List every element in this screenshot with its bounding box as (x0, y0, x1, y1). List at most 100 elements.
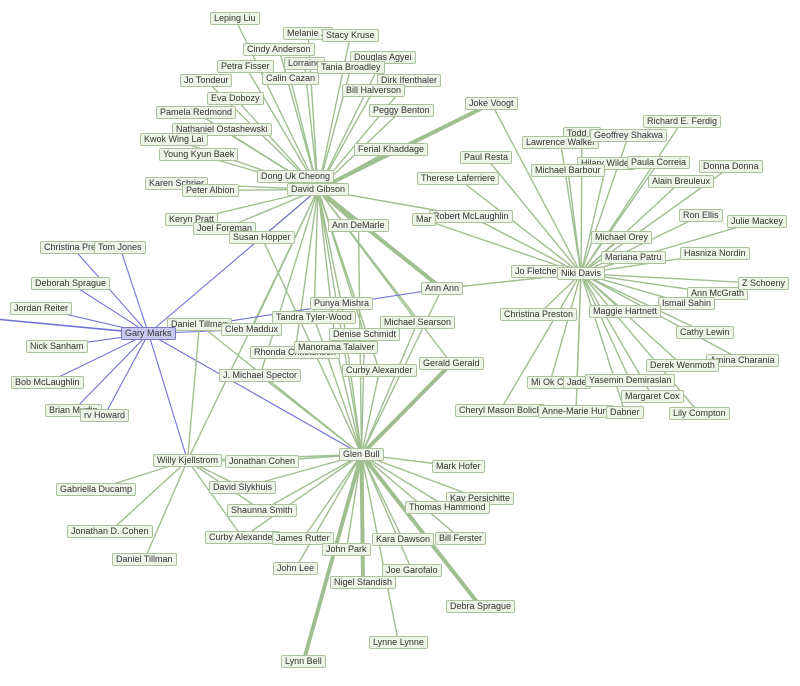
node-john-park[interactable]: John Park (322, 543, 371, 556)
node-tania-broadley[interactable]: Tania Broadley (317, 61, 385, 74)
node-robert-mclaughlin[interactable]: Robert McLaughlin (429, 210, 513, 223)
node-susan-hopper[interactable]: Susan Hopper (229, 231, 295, 244)
node-gary-marks[interactable]: Gary Marks (121, 327, 176, 340)
node-leping-liu[interactable]: Leping Liu (210, 12, 260, 25)
node-peggy-benton[interactable]: Peggy Benton (369, 104, 434, 117)
node-daniel-tillman[interactable]: Daniel Tillman (112, 553, 177, 566)
node-lynn-bell[interactable]: Lynn Bell (281, 655, 326, 668)
node-jonathan-cohen[interactable]: Jonathan Cohen (225, 455, 300, 468)
node-michael-orey[interactable]: Michael Orey (591, 231, 653, 244)
node-mar[interactable]: Mar (412, 213, 436, 226)
node-cleb-maddux[interactable]: Cleb Maddux (221, 323, 283, 336)
node-david-slykhuis[interactable]: David Slykhuis (209, 481, 277, 494)
node-shaunna-smith[interactable]: Shaunna Smith (227, 504, 297, 517)
edge (301, 453, 364, 663)
node-gabriella-ducamp[interactable]: Gabriella Ducamp (56, 483, 137, 496)
edge (335, 347, 363, 455)
node-geoffrey-shakwa[interactable]: Geoffrey Shakwa (590, 129, 667, 142)
node-richard-e-ferdig[interactable]: Richard E. Ferdig (643, 115, 722, 128)
node-bob-mclaughlin[interactable]: Bob McLaughlin (11, 376, 84, 389)
node-nick-sanham[interactable]: Nick Sanham (26, 340, 88, 353)
node-curby-alexander[interactable]: Curby Alexander (342, 364, 417, 377)
node-bill-halverson[interactable]: Bill Halverson (342, 84, 406, 97)
edge (490, 103, 582, 274)
node-bill-ferster[interactable]: Bill Ferster (435, 532, 487, 545)
node-cindy-anderson[interactable]: Cindy Anderson (243, 43, 315, 56)
node-dong-uk-cheong[interactable]: Dong Uk Cheong (257, 170, 335, 183)
node-ann-ann[interactable]: Ann Ann (421, 282, 464, 295)
node-nigel-standish[interactable]: Nigel Standish (330, 576, 397, 589)
node-z-schoeny[interactable]: Z Schoeny (738, 277, 790, 290)
node-jonathan-d-cohen[interactable]: Jonathan D. Cohen (67, 525, 153, 538)
node-joke-voogt[interactable]: Joke Voogt (465, 97, 518, 110)
node-deborah-sprague[interactable]: Deborah Sprague (31, 277, 111, 290)
node-punya-mishra[interactable]: Punya Mishra (310, 297, 374, 310)
node-stacy-kruse[interactable]: Stacy Kruse (322, 29, 379, 42)
node-ferial-khaddage[interactable]: Ferial Khaddage (354, 143, 429, 156)
node-curby-alexander[interactable]: Curby Alexander (205, 531, 280, 544)
node-peter-albion[interactable]: Peter Albion (182, 184, 239, 197)
node-cathy-lewin[interactable]: Cathy Lewin (676, 326, 734, 339)
node-calin-cazan[interactable]: Calin Cazan (262, 72, 320, 85)
node-paula-correia[interactable]: Paula Correia (627, 156, 691, 169)
node-ismail-sahin[interactable]: Ismail Sahin (658, 297, 716, 310)
node-gerald-gerald[interactable]: Gerald Gerald (419, 357, 484, 370)
node-pamela-redmond[interactable]: Pamela Redmond (156, 106, 237, 119)
node-young-kyun-baek[interactable]: Young Kyun Baek (159, 148, 239, 161)
node-nathaniel-ostashewski[interactable]: Nathaniel Ostashewski (172, 123, 272, 136)
node-ann-mcgrath[interactable]: Ann McGrath (687, 287, 749, 300)
node-michael-barbour[interactable]: Michael Barbour (531, 164, 605, 177)
node-margaret-cox[interactable]: Margaret Cox (621, 390, 684, 403)
node-niki-davis[interactable]: Niki Davis (557, 267, 606, 280)
node-glen-bull[interactable]: Glen Bull (339, 448, 384, 461)
edge (302, 454, 363, 539)
node-maggie-hartnett[interactable]: Maggie Hartnett (589, 305, 662, 318)
node-john-lee[interactable]: John Lee (273, 562, 319, 575)
node-lawrence-walker[interactable]: Lawrence Walker (522, 136, 600, 149)
node-david-gibson[interactable]: David Gibson (287, 183, 350, 196)
node-willy-kjellstrom[interactable]: Willy Kjellstrom (153, 454, 223, 467)
node-alain-breuleux[interactable]: Alain Breuleux (648, 175, 715, 188)
node-therese-laferriere[interactable]: Therese Laferriere (417, 172, 500, 185)
node-manorama-talaiver[interactable]: Manorama Talaiver (294, 341, 379, 354)
node-petra-fisser[interactable]: Petra Fisser (217, 60, 274, 73)
edge (109, 459, 188, 533)
node-eva-dobozy[interactable]: Eva Dobozy (207, 92, 264, 105)
node-jordan-reiter[interactable]: Jordan Reiter (10, 302, 73, 315)
node-tom-jones[interactable]: Tom Jones (94, 241, 146, 254)
node-derek-wenmoth[interactable]: Derek Wenmoth (646, 359, 719, 372)
node-kwok-wing-lai[interactable]: Kwok Wing Lai (140, 133, 208, 146)
node-yasemin-demiraslan[interactable]: Yasemin Demiraslan (585, 374, 676, 387)
node-hasniza-nordin[interactable]: Hasniza Nordin (680, 247, 750, 260)
node-julie-mackey[interactable]: Julie Mackey (727, 215, 788, 228)
node-thomas-hammond[interactable]: Thomas Hammond (405, 501, 490, 514)
node-rv-howard[interactable]: rv Howard (80, 409, 130, 422)
node-james-rutter[interactable]: James Rutter (272, 532, 334, 545)
node-ann-demarle[interactable]: Ann DeMarle (328, 219, 389, 232)
node-j-michael-spector[interactable]: J. Michael Spector (219, 369, 302, 382)
node-mark-hofer[interactable]: Mark Hofer (432, 460, 485, 473)
node-jo-tondeur[interactable]: Jo Tondeur (180, 74, 233, 87)
node-christina-preston[interactable]: Christina Preston (500, 308, 578, 321)
node-paul-resta[interactable]: Paul Resta (460, 151, 513, 164)
node-joe-garofalo[interactable]: Joe Garofalo (382, 564, 442, 577)
edge (147, 333, 189, 461)
node-anne-marie-hunt[interactable]: Anne-Marie Hunt (538, 405, 615, 418)
node-tandra-tyler-wood[interactable]: Tandra Tyler-Wood (272, 311, 356, 324)
node-dabner[interactable]: Dabner (606, 406, 644, 419)
node-jo-fletcher[interactable]: Jo Fletcher (511, 265, 564, 278)
node-cheryl-mason-bolick[interactable]: Cheryl Mason Bolick (455, 404, 546, 417)
node-melanie-zi[interactable]: Melanie Zi (283, 27, 333, 40)
node-kara-dawson[interactable]: Kara Dawson (372, 533, 435, 546)
node-ron-ellis[interactable]: Ron Ellis (679, 209, 723, 222)
node-mariana-patru[interactable]: Mariana Patru (601, 251, 666, 264)
edge (580, 163, 608, 274)
node-donna-donna[interactable]: Donna Donna (699, 160, 763, 173)
node-lynne-lynne[interactable]: Lynne Lynne (369, 636, 428, 649)
node-amina-charania[interactable]: Amina Charania (706, 354, 779, 367)
node-denise-schmidt[interactable]: Denise Schmidt (329, 328, 401, 341)
node-dirk-ifenthaler[interactable]: Dirk Ifenthaler (377, 74, 442, 87)
node-lily-compton[interactable]: Lily Compton (669, 407, 730, 420)
node-michael-searson[interactable]: Michael Searson (380, 316, 456, 329)
node-debra-sprague[interactable]: Debra Sprague (446, 600, 516, 613)
